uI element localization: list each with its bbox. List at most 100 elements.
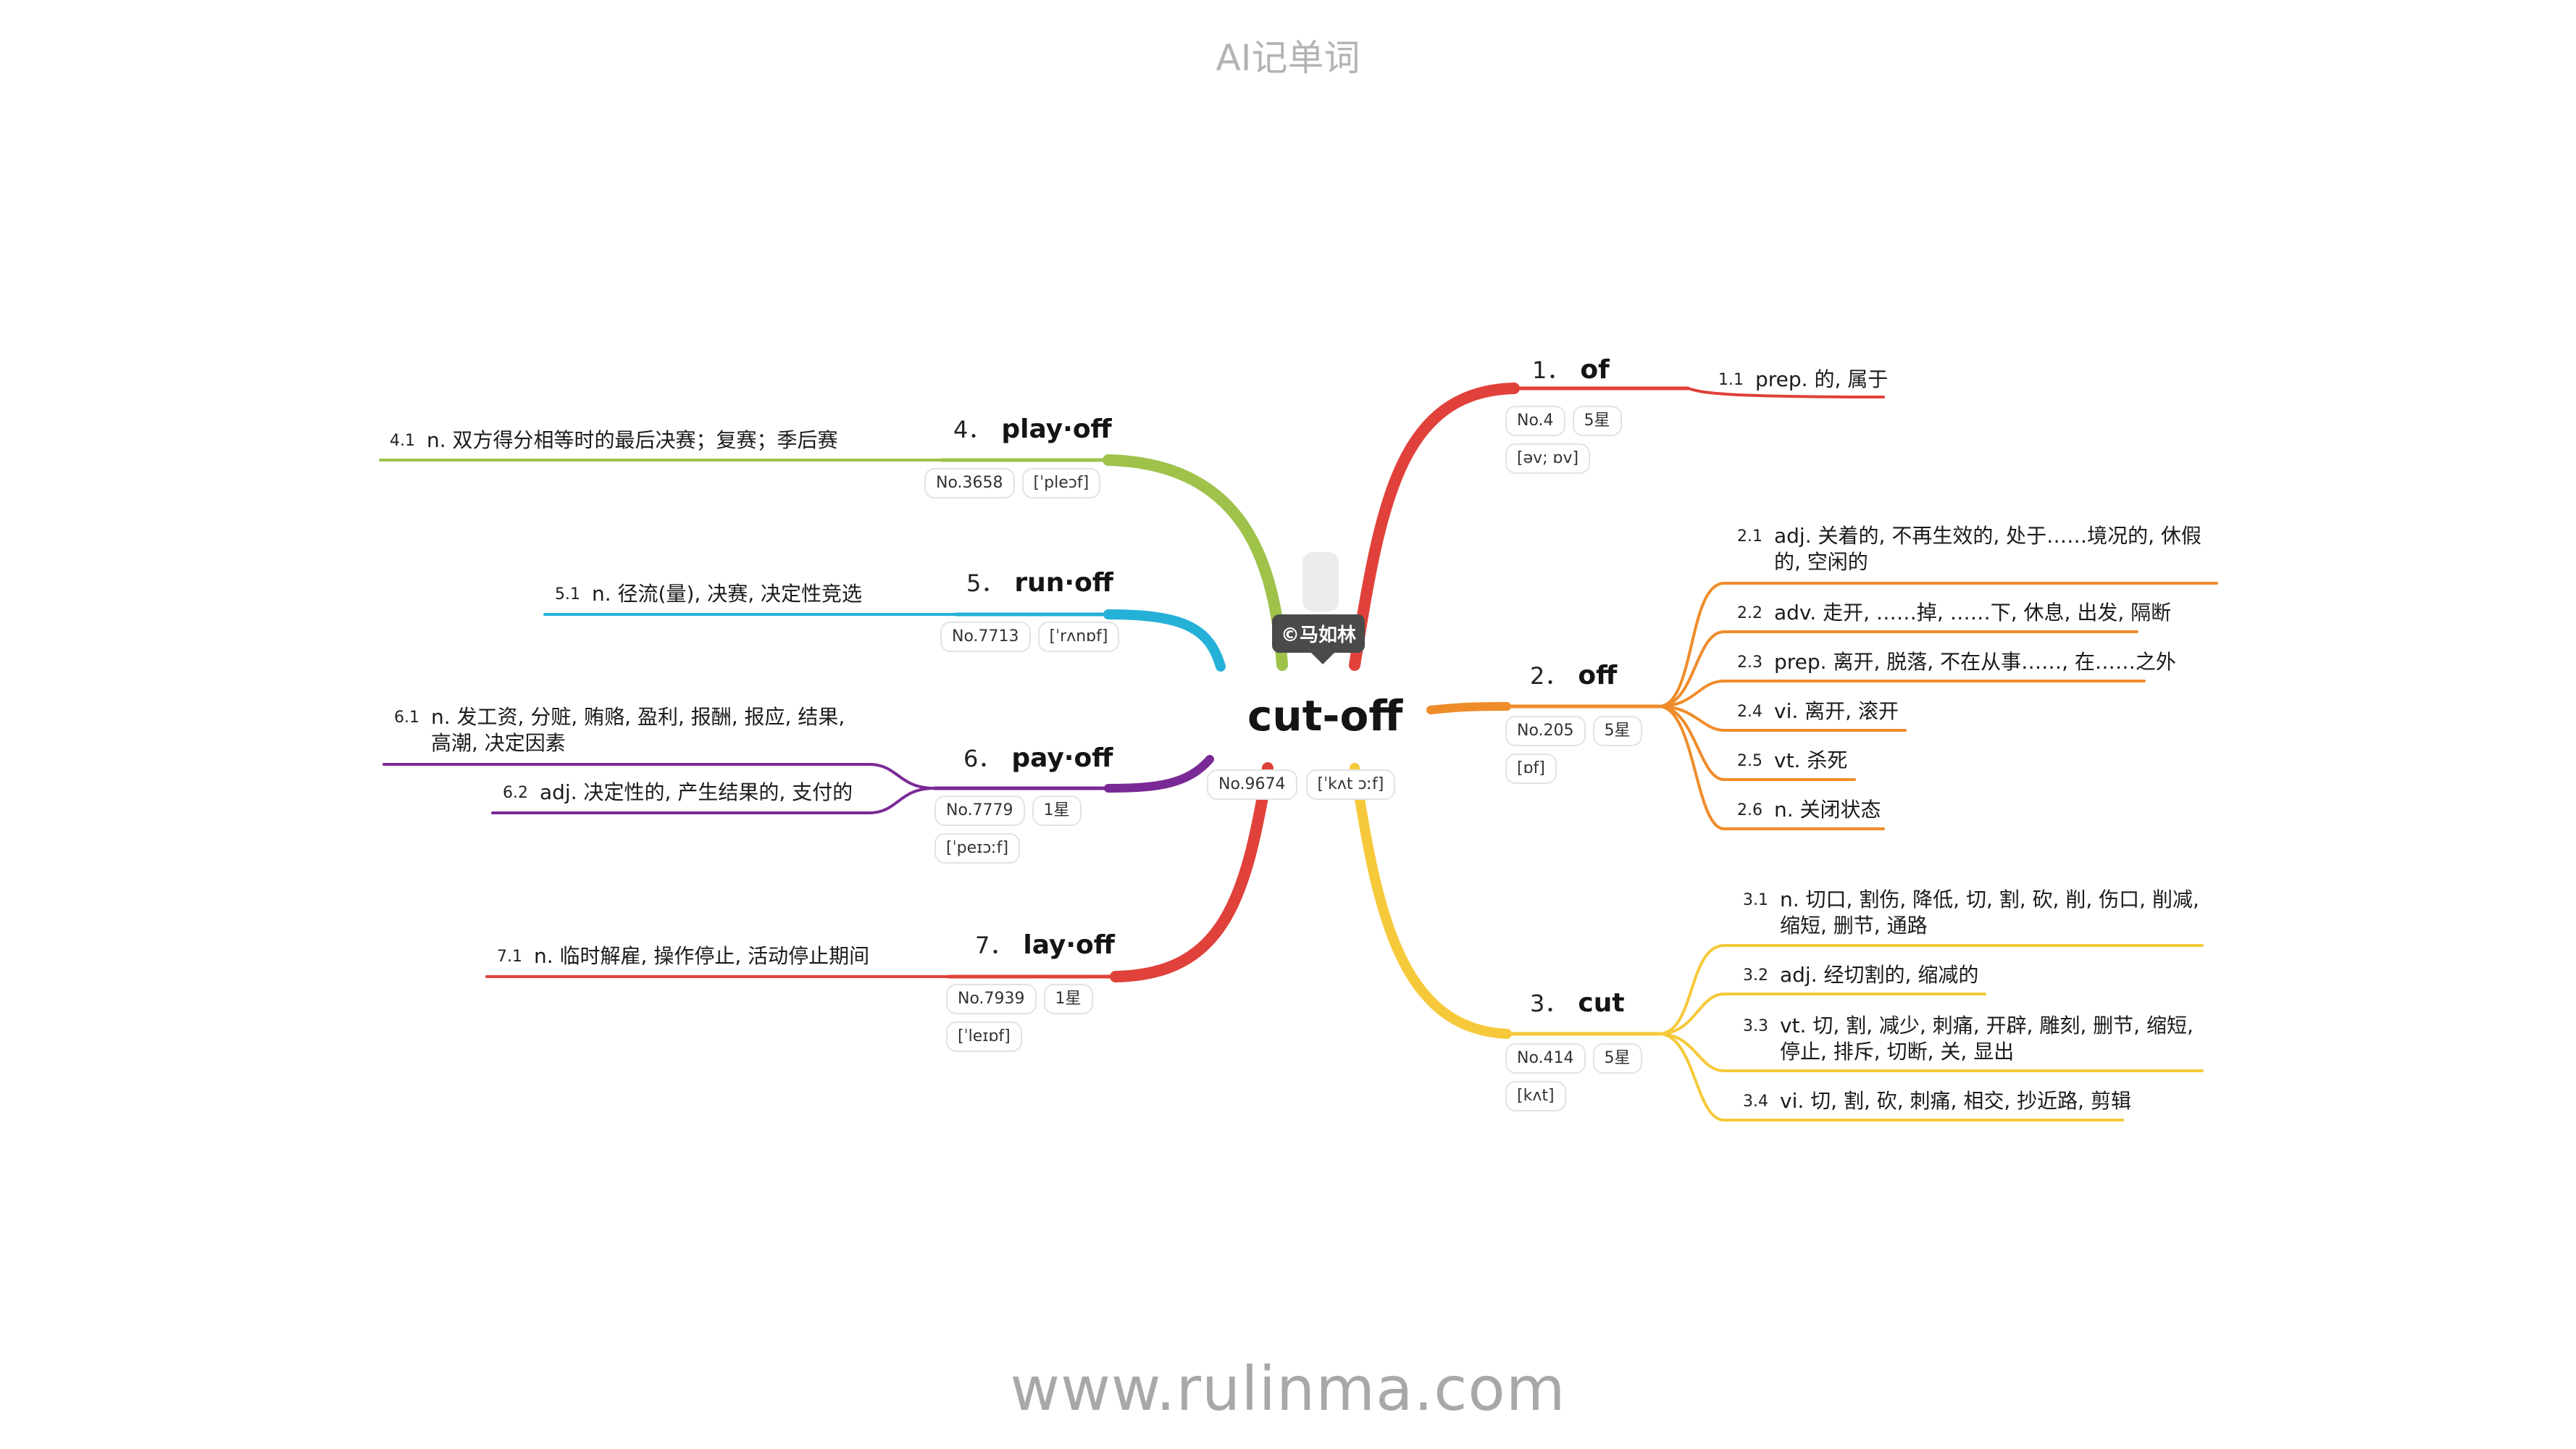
- branch-off-meta: No.205 5星 [ɒf]: [1505, 716, 1650, 784]
- connector-sense-2-1: [1657, 582, 2218, 708]
- sense-number: 1.1: [1718, 371, 1744, 389]
- connector-sense-2-5: [1657, 705, 1856, 781]
- sense-text: adj. 经切割的, 缩减的: [1780, 963, 1979, 987]
- sense-text: vt. 杀死: [1774, 748, 1848, 772]
- branch-word: off: [1578, 661, 1618, 690]
- sense-text: prep. 离开, 脱落, 不在从事……, 在……之外: [1774, 650, 2176, 674]
- branch-number: 1．: [1532, 356, 1571, 384]
- branch-word: pay·off: [1011, 743, 1113, 773]
- connector-sense-2-4: [1657, 705, 1907, 732]
- rank-badge: No.7713: [940, 622, 1031, 652]
- connector-sense-3-4: [1657, 1032, 2124, 1122]
- branch-lay-off[interactable]: 7． lay·off: [975, 927, 1115, 961]
- sense-number: 2.2: [1737, 604, 1762, 622]
- connector-sense-6-1: [382, 763, 936, 790]
- website-watermark: www.rulinma.com: [1010, 1353, 1566, 1424]
- sense-3-1: 3.1 n. 切口, 割伤, 降低, 切, 割, 砍, 削, 伤口, 削减, 缩…: [1743, 887, 2207, 939]
- sense-text: prep. 的, 属于: [1755, 367, 1889, 391]
- sense-6-2: 6.2 adj. 决定性的, 产生结果的, 支付的: [503, 780, 853, 806]
- tooltip-pointer: [1311, 653, 1334, 664]
- sense-text: n. 径流(量), 决赛, 决定性竞选: [592, 582, 862, 606]
- sense-text: adj. 关着的, 不再生效的, 处于……境况的, 休假的, 空闲的: [1774, 524, 2201, 574]
- sense-6-1: 6.1 n. 发工资, 分赃, 贿赂, 盈利, 报酬, 报应, 结果, 高潮, …: [394, 704, 858, 756]
- sense-5-1: 5.1 n. 径流(量), 决赛, 决定性竞选: [555, 581, 862, 607]
- connector-off: [1426, 702, 1511, 714]
- phonetic-badge: [ˈpeɪɔːf]: [934, 833, 1021, 864]
- sense-number: 6.2: [503, 784, 528, 802]
- branch-pay-off[interactable]: 6． pay·off: [963, 740, 1113, 774]
- connector-cut: [1350, 763, 1512, 1039]
- connector-sense-3-1: [1657, 944, 2204, 1035]
- sense-4-1: 4.1 n. 双方得分相等时的最后决赛；复赛；季后赛: [390, 427, 838, 454]
- sense-number: 3.2: [1743, 966, 1768, 985]
- connector-sense-2-6: [1657, 705, 1885, 830]
- center-rank: No.9674: [1207, 769, 1297, 800]
- stars-badge: 1星: [1043, 984, 1093, 1014]
- sense-text: n. 发工资, 分赃, 贿赂, 盈利, 报酬, 报应, 结果, 高潮, 决定因素: [431, 705, 845, 755]
- connector-sense-6-2: [491, 787, 936, 814]
- sense-text: vt. 切, 割, 减少, 刺痛, 开辟, 雕刻, 删节, 缩短, 停止, 排斥…: [1780, 1014, 2194, 1064]
- rank-badge: No.205: [1505, 716, 1586, 746]
- connector-lay-off: [1110, 762, 1274, 982]
- branch-run-off[interactable]: 5． run·off: [966, 565, 1113, 598]
- branch-cut[interactable]: 3． cut: [1530, 985, 1625, 1019]
- connector-sense-2-2: [1657, 630, 2138, 708]
- branch-number: 6．: [963, 745, 1002, 772]
- connector-pay-off: [1104, 755, 1214, 793]
- sense-2-6: 2.6 n. 关闭状态: [1737, 797, 1881, 823]
- rank-badge: No.3658: [924, 468, 1015, 498]
- sense-2-1: 2.1 adj. 关着的, 不再生效的, 处于……境况的, 休假的, 空闲的: [1737, 523, 2215, 575]
- sense-number: 3.4: [1743, 1093, 1768, 1111]
- branch-word: cut: [1578, 988, 1625, 1018]
- branch-play-off-meta: No.3658 [ˈpleɔf]: [924, 468, 1101, 498]
- sense-number: 4.1: [390, 432, 415, 450]
- branch-word: play·off: [1001, 414, 1112, 444]
- branch-run-off-meta: No.7713 [ˈrʌnɒf]: [940, 622, 1120, 652]
- branch-off[interactable]: 2． off: [1530, 658, 1617, 691]
- sense-number: 3.3: [1743, 1017, 1768, 1035]
- sense-text: n. 切口, 割伤, 降低, 切, 割, 砍, 削, 伤口, 削减, 缩短, 删…: [1780, 888, 2199, 938]
- branch-play-off[interactable]: 4． play·off: [953, 412, 1112, 445]
- copyright-label: ©马如林: [1272, 614, 1366, 653]
- stars-badge: 5星: [1592, 1043, 1642, 1074]
- rank-badge: No.7939: [946, 984, 1037, 1014]
- phonetic-badge: [ˈleɪɒf]: [946, 1022, 1022, 1052]
- sense-3-4: 3.4 vi. 切, 割, 砍, 刺痛, 相交, 抄近路, 剪辑: [1743, 1088, 2131, 1114]
- rank-badge: No.414: [1505, 1043, 1586, 1074]
- sense-number: 2.4: [1737, 703, 1762, 721]
- app-title: AI记单词: [1216, 37, 1360, 79]
- rank-badge: No.7779: [934, 796, 1025, 826]
- center-phonetic: [ˈkʌt ɔːf]: [1305, 769, 1396, 800]
- sense-number: 3.1: [1743, 891, 1768, 909]
- sense-2-5: 2.5 vt. 杀死: [1737, 748, 1847, 774]
- connector-sense-2-3: [1657, 680, 2146, 708]
- sense-3-2: 3.2 adj. 经切割的, 缩减的: [1743, 962, 1978, 988]
- branch-number: 2．: [1530, 662, 1568, 690]
- node-handle: [1302, 552, 1339, 611]
- sense-text: n. 双方得分相等时的最后决赛；复赛；季后赛: [427, 428, 838, 452]
- sense-text: adv. 走开, ……掉, ……下, 休息, 出发, 隔断: [1774, 601, 2172, 625]
- sense-number: 2.1: [1737, 527, 1762, 546]
- connector-of: [1349, 383, 1520, 671]
- phonetic-badge: [kʌt]: [1505, 1081, 1566, 1111]
- phonetic-badge: [ˈrʌnɒf]: [1037, 622, 1120, 652]
- center-word[interactable]: cut-off: [1247, 691, 1403, 740]
- branch-lay-off-meta: No.7939 1星 [ˈleɪɒf]: [946, 984, 1113, 1052]
- branch-number: 5．: [966, 569, 1005, 597]
- sense-text: adj. 决定性的, 产生结果的, 支付的: [540, 780, 853, 804]
- stars-badge: 1星: [1032, 796, 1082, 826]
- sense-number: 2.5: [1737, 752, 1762, 770]
- branch-cut-meta: No.414 5星 [kʌt]: [1505, 1043, 1650, 1111]
- sense-2-4: 2.4 vi. 离开, 滚开: [1737, 698, 1899, 724]
- sense-1-1: 1.1 prep. 的, 属于: [1718, 367, 1888, 393]
- branch-number: 4．: [953, 416, 992, 443]
- phonetic-badge: [əv; ɒv]: [1505, 443, 1591, 474]
- branch-number: 3．: [1530, 990, 1568, 1017]
- sense-number: 2.3: [1737, 653, 1762, 672]
- copyright-tooltip: ©马如林: [1272, 614, 1366, 664]
- branch-of[interactable]: 1． of: [1532, 352, 1610, 385]
- center-meta: No.9674 [ˈkʌt ɔːf]: [1207, 769, 1396, 800]
- phonetic-badge: [ɒf]: [1505, 753, 1557, 784]
- phonetic-badge: [ˈpleɔf]: [1021, 468, 1101, 498]
